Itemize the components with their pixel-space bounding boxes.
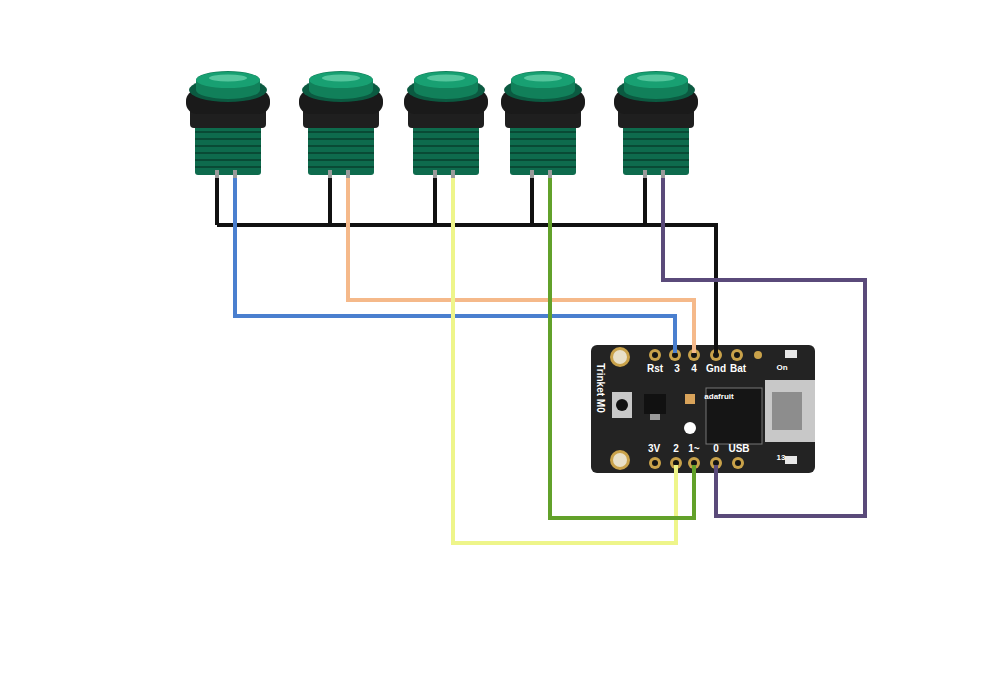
arcade-button <box>299 71 383 182</box>
brand-label: adafruit <box>704 393 733 401</box>
led-label: 13 <box>777 454 786 462</box>
pin-label: Gnd <box>706 364 726 374</box>
pin-label: 3V <box>648 444 660 454</box>
wire <box>550 178 694 518</box>
arcade-button <box>404 71 488 182</box>
wire <box>453 178 676 543</box>
pin-label: Bat <box>730 364 746 374</box>
pin-label: Rst <box>647 364 663 374</box>
arcade-button <box>501 71 585 182</box>
arcade-button <box>614 71 698 182</box>
pin-label: 4 <box>691 364 697 374</box>
pin-label: 0 <box>713 444 719 454</box>
board-name: Trinket M0 <box>595 363 605 412</box>
wire <box>348 178 694 353</box>
ground-wire <box>217 178 716 353</box>
led-label: On <box>776 364 787 372</box>
pin-label: USB <box>728 444 749 454</box>
wire <box>663 178 865 516</box>
trinket-board <box>591 345 815 473</box>
pin-label: 3 <box>674 364 680 374</box>
pin-label: 2 <box>673 444 679 454</box>
pin-label: 1~ <box>688 444 699 454</box>
circuit-board: Trinket M0 adafruit Rst 3 4 Gnd Bat On 3V 2 1~ 0 USB… <box>591 345 815 473</box>
arcade-button <box>186 71 270 182</box>
